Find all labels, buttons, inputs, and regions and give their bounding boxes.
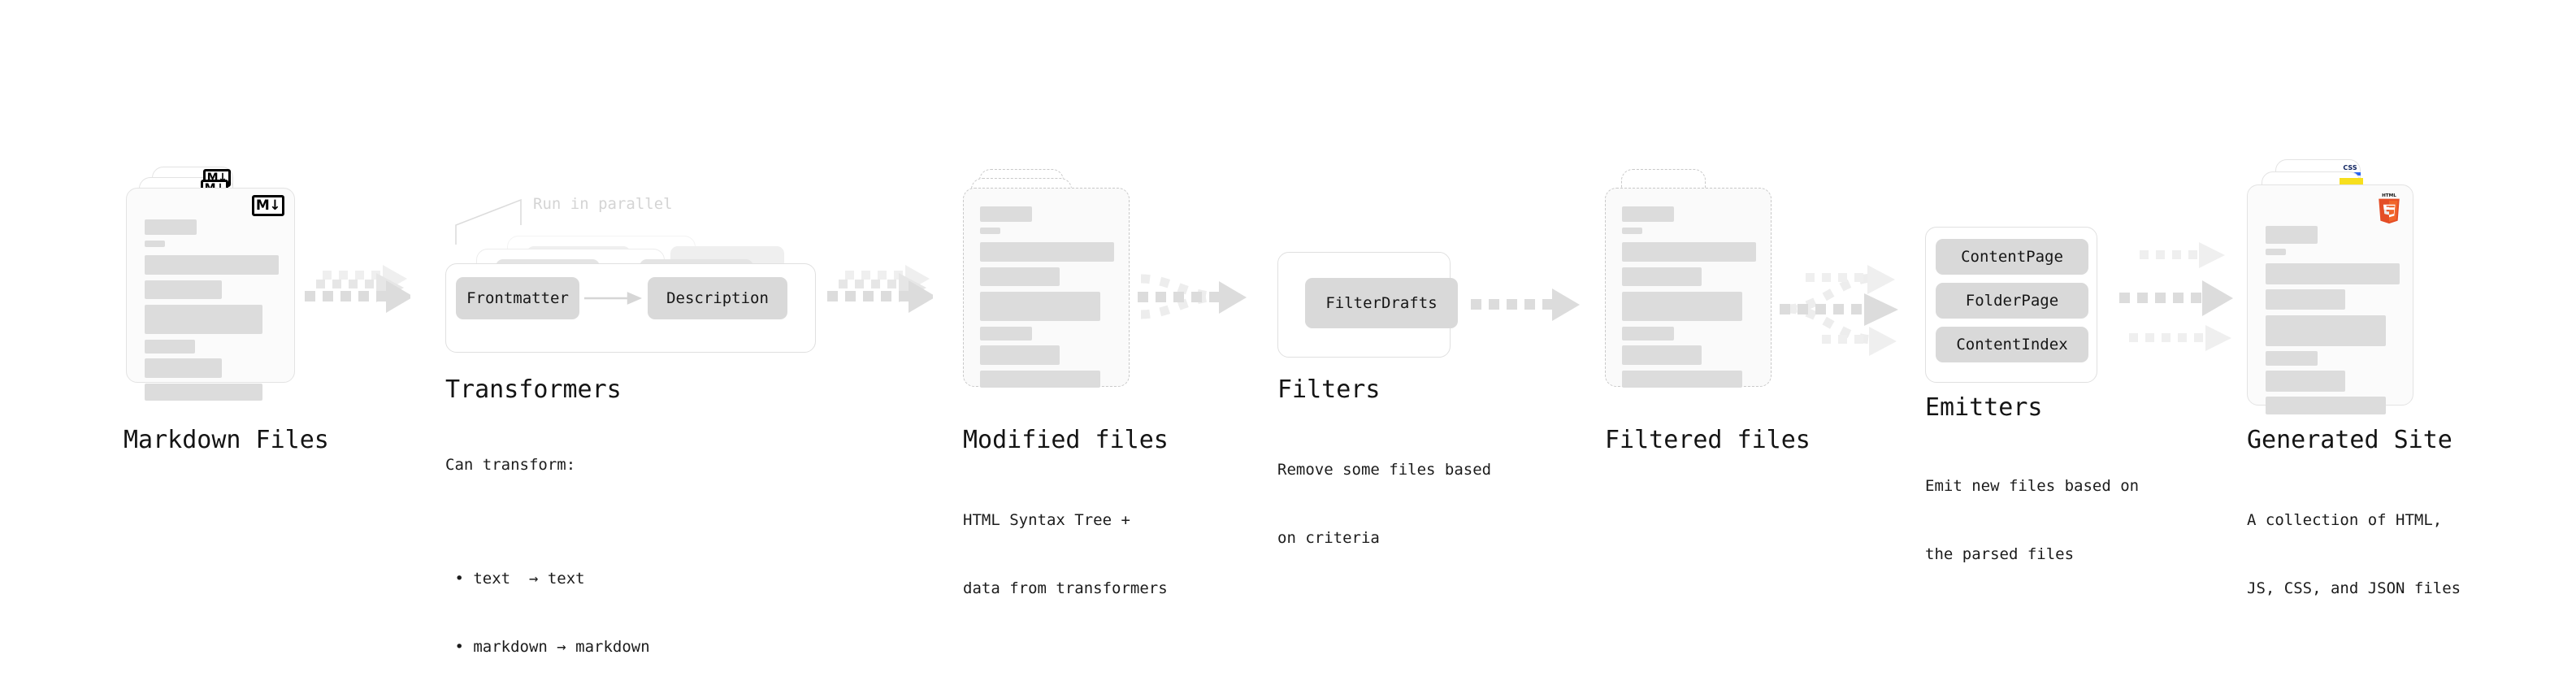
- skeleton-bar: [980, 371, 1100, 388]
- arrow-emitters-to-site: [2119, 242, 2233, 351]
- stage-title-filtered-files: Filtered files: [1605, 426, 1811, 454]
- markdown-card-front: M↓: [126, 188, 295, 401]
- arrow-transformers-to-modified: [827, 265, 933, 313]
- stage-title-markdown-files: Markdown Files: [124, 426, 329, 454]
- arrow-filtered-to-emitters: [1780, 265, 1898, 356]
- skeleton-bar: [980, 242, 1114, 262]
- skeleton-bar: [2266, 249, 2286, 255]
- emitter-chip-folderpage[interactable]: FolderPage: [1936, 283, 2088, 319]
- modified-card-front: [963, 188, 1130, 388]
- arrow-markdown-to-transformers: [305, 265, 410, 313]
- filters-desc-line: on criteria: [1277, 529, 1380, 547]
- skeleton-bar: [980, 292, 1100, 321]
- site-desc-line: JS, CSS, and JSON files: [2247, 579, 2461, 597]
- transformers-desc-line: Can transform:: [445, 456, 576, 474]
- stage-title-filters: Filters: [1277, 375, 1381, 404]
- skeleton-bar: [145, 358, 222, 378]
- skeleton-bar: [2266, 371, 2345, 392]
- skeleton-bar: [2266, 226, 2318, 244]
- skeleton-bar: [145, 340, 195, 354]
- stage-title-transformers: Transformers: [445, 375, 622, 404]
- run-in-parallel-label: Run in parallel: [533, 195, 673, 213]
- stage-title-generated-site: Generated Site: [2247, 426, 2452, 454]
- skeleton-bar: [1622, 371, 1742, 388]
- skeleton-bar: [1622, 206, 1674, 222]
- emitter-chip-contentpage[interactable]: ContentPage: [1936, 239, 2088, 275]
- skeleton-bar: [980, 206, 1032, 222]
- skeleton-bar: [1622, 292, 1742, 321]
- emitters-box: ContentPage FolderPage ContentIndex: [1925, 227, 2097, 383]
- skeleton-bar: [1622, 267, 1702, 286]
- transformer-box-front: Frontmatter Description: [445, 263, 816, 353]
- transformer-inner-arrow: [584, 292, 643, 305]
- filtered-card-front: [1605, 188, 1772, 388]
- filter-chip-filterdrafts[interactable]: FilterDrafts: [1305, 278, 1458, 328]
- skeleton-bar: [2266, 263, 2400, 284]
- filters-desc-line: Remove some files based: [1277, 461, 1492, 479]
- html5-logo-icon: HTML: [2379, 193, 2400, 224]
- skeleton-bar: [1622, 228, 1642, 234]
- transformers-bullet-list: • text → text • markdown → markdown • ht…: [445, 522, 650, 681]
- skeleton-bar: [145, 241, 165, 247]
- skeleton-bar: [2266, 351, 2318, 366]
- skeleton-bar: [1622, 345, 1702, 365]
- skeleton-bar: [980, 327, 1032, 340]
- transformers-bullet: • markdown → markdown: [445, 638, 650, 656]
- emitters-description: Emit new files based on the parsed files: [1925, 429, 2139, 611]
- run-in-parallel-bracket: [455, 198, 522, 245]
- skeleton-bar: [980, 228, 1000, 234]
- svg-text:HTML: HTML: [2382, 193, 2396, 198]
- modified-files-description: HTML Syntax Tree + data from transformer…: [963, 463, 1168, 645]
- transformers-bullet: • text → text: [445, 570, 585, 588]
- stage-title-modified-files: Modified files: [963, 426, 1169, 454]
- transformers-description: Can transform: • text → text • markdown …: [445, 408, 650, 681]
- modified-desc-line: HTML Syntax Tree +: [963, 511, 1130, 529]
- skeleton-bar: [1622, 327, 1674, 340]
- skeleton-bar: [145, 219, 197, 235]
- emitters-desc-line: the parsed files: [1925, 545, 2075, 563]
- skeleton-bar: [2266, 315, 2386, 346]
- skeleton-bar: [145, 255, 279, 275]
- site-card-html: HTML: [2247, 184, 2413, 414]
- arrow-filters-to-filtered: [1471, 288, 1580, 321]
- filters-box: FilterDrafts: [1277, 252, 1458, 358]
- stage-title-emitters: Emitters: [1925, 393, 2043, 422]
- transformer-chip-frontmatter[interactable]: Frontmatter: [456, 277, 579, 319]
- skeleton-bar: [2266, 397, 2386, 414]
- skeleton-bar: [145, 280, 222, 299]
- skeleton-bar: [145, 384, 262, 401]
- transformer-chip-description[interactable]: Description: [648, 277, 787, 319]
- modified-desc-line: data from transformers: [963, 579, 1168, 597]
- skeleton-bar: [980, 267, 1060, 286]
- filters-description: Remove some files based on criteria: [1277, 413, 1491, 595]
- markdown-logo-icon: M↓: [252, 195, 284, 216]
- arrow-modified-to-filters: [1138, 274, 1247, 319]
- emitters-desc-line: Emit new files based on: [1925, 477, 2140, 495]
- skeleton-bar: [145, 305, 262, 334]
- skeleton-bar: [2266, 289, 2345, 310]
- site-desc-line: A collection of HTML,: [2247, 511, 2443, 529]
- emitter-chip-contentindex[interactable]: ContentIndex: [1936, 327, 2088, 362]
- skeleton-bar: [1622, 242, 1756, 262]
- skeleton-bar: [980, 345, 1060, 365]
- generated-site-description: A collection of HTML, JS, CSS, and JSON …: [2247, 463, 2461, 645]
